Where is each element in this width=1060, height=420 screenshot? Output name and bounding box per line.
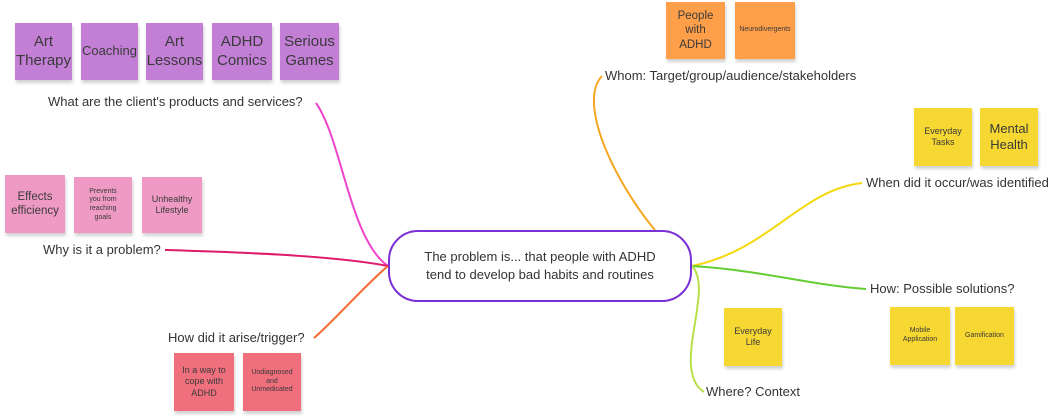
branch-label-whom[interactable]: Whom: Target/group/audience/stakeholders <box>605 68 857 83</box>
sticky-note-mental-health[interactable]: Mental Health <box>980 108 1038 166</box>
connector-when <box>691 182 863 267</box>
connector-where <box>689 265 705 393</box>
sticky-note-serious-games[interactable]: Serious Games <box>280 23 339 80</box>
central-topic-node[interactable]: The problem is... that people with ADHD … <box>388 230 692 302</box>
branch-label-how-arise[interactable]: How did it arise/trigger? <box>168 330 305 345</box>
sticky-note-art-therapy[interactable]: Art Therapy <box>15 23 72 80</box>
sticky-note-coaching[interactable]: Coaching <box>81 23 138 80</box>
sticky-note-art-lessons[interactable]: Art Lessons <box>146 23 203 80</box>
sticky-note-mobile-application[interactable]: Mobile Application <box>890 307 950 365</box>
branch-label-products[interactable]: What are the client's products and servi… <box>48 94 303 109</box>
branch-label-solutions[interactable]: How: Possible solutions? <box>870 281 1015 296</box>
connector-how-arise <box>313 265 389 339</box>
sticky-note-gamification[interactable]: Gamification <box>955 307 1014 365</box>
branch-label-when[interactable]: When did it occur/was identified <box>866 175 1049 190</box>
sticky-note-adhd-comics[interactable]: ADHD Comics <box>212 23 272 80</box>
connector-why <box>164 249 389 267</box>
branch-label-why[interactable]: Why is it a problem? <box>43 242 161 257</box>
sticky-note-prevents-goals[interactable]: Prevents you from reaching goals <box>74 177 132 233</box>
sticky-note-everyday-tasks[interactable]: Everyday Tasks <box>914 108 972 166</box>
sticky-note-unhealthy-lifestyle[interactable]: Unhealthy Lifestyle <box>142 177 202 233</box>
sticky-note-people-with-adhd[interactable]: People with ADHD <box>666 2 725 59</box>
sticky-note-everyday-life[interactable]: Everyday Life <box>724 308 782 366</box>
sticky-note-neurodivergents[interactable]: Neurodivergents <box>735 2 795 59</box>
connector-solutions <box>691 265 867 290</box>
sticky-note-undiagnosed-unmedicated[interactable]: Undiagnosed and Unmedicated <box>243 353 301 411</box>
sticky-note-effects-efficiency[interactable]: Effects efficiency <box>5 175 65 233</box>
sticky-note-cope-with-adhd[interactable]: In a way to cope with ADHD <box>174 353 234 411</box>
branch-label-where[interactable]: Where? Context <box>706 384 800 399</box>
connector-products <box>315 102 389 267</box>
